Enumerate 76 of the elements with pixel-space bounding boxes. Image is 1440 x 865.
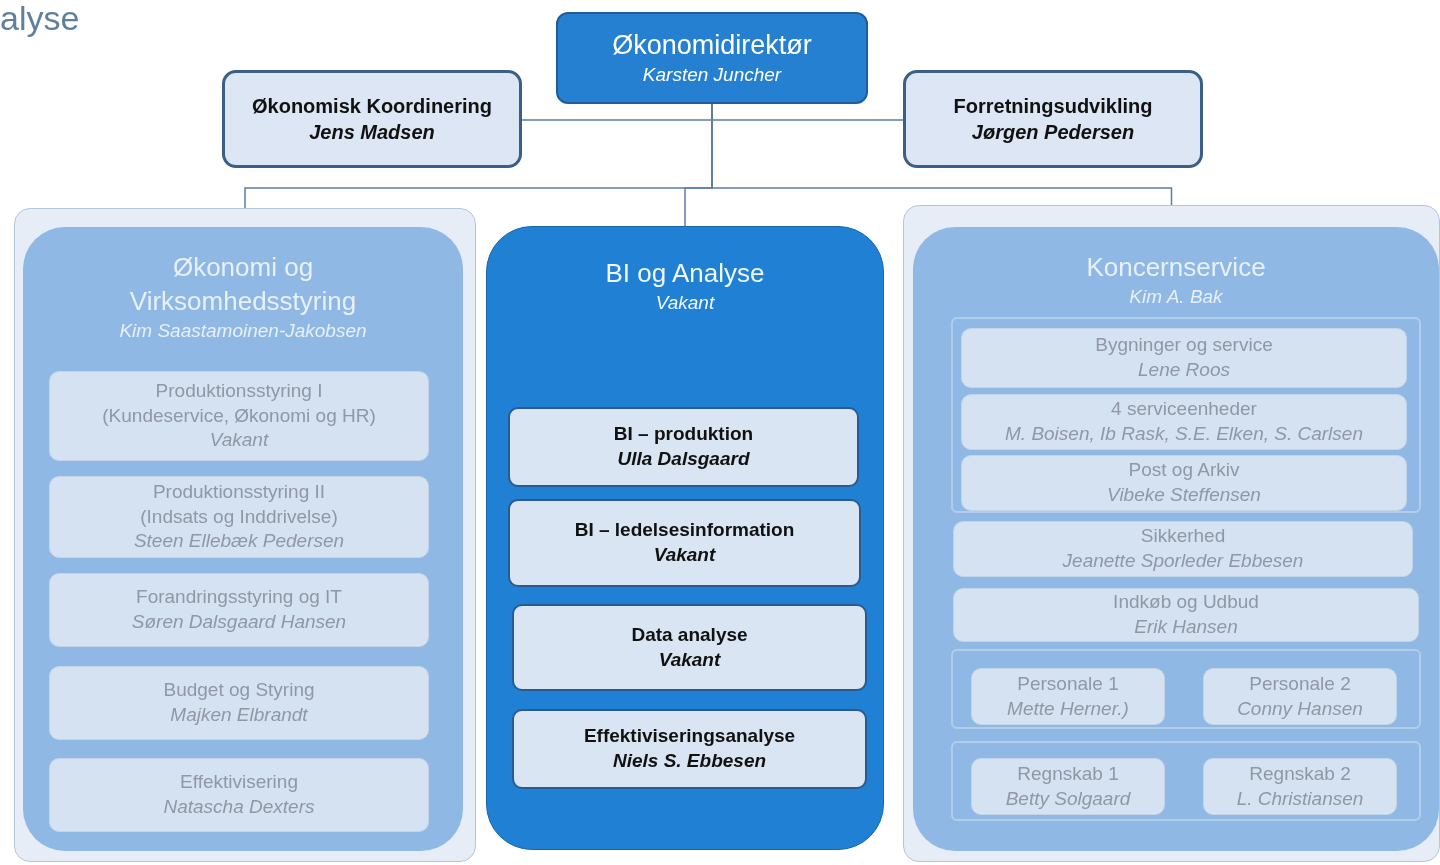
- unit-title: Produktionsstyring II: [152, 479, 326, 504]
- person-name: Karsten Juncher: [642, 63, 782, 88]
- unit-box: [49, 758, 429, 832]
- person-name: Vibeke Steffensen: [1107, 483, 1261, 507]
- unit-title: Økonomi og Virksomhedsstyring: [128, 251, 358, 318]
- unit-title: BI – ledelsesinformation: [574, 518, 795, 543]
- person-name: Majken Elbrandt: [170, 703, 308, 727]
- unit-title: BI – produktion: [613, 422, 754, 447]
- group-frame: [951, 317, 1421, 513]
- unit-title: Økonomisk Koordinering: [252, 94, 492, 119]
- page-title: alyse: [0, 0, 80, 38]
- person-name: L. Christiansen: [1236, 786, 1364, 811]
- unit-box: [953, 521, 1413, 577]
- unit-title: Personale 1: [1017, 671, 1119, 696]
- person-name: Lene Roos: [1138, 358, 1230, 382]
- unit-title: (Kundeservice, Økonomi og HR): [102, 403, 376, 428]
- person-name: Conny Hansen: [1237, 696, 1363, 721]
- unit-title: 4 serviceenheder: [1111, 397, 1257, 422]
- person-name: Erik Hansen: [1134, 615, 1238, 639]
- person-name: Natascha Dexters: [163, 795, 315, 819]
- person-name: Kim A. Bak: [1129, 284, 1223, 309]
- group-frame: [951, 741, 1421, 821]
- unit-box: [971, 668, 1165, 725]
- position-box: [556, 12, 868, 104]
- unit-title: Indkøb og Udbud: [1113, 590, 1259, 615]
- unit-title: Økonomidirektør: [612, 29, 812, 63]
- unit-title: Bygninger og service: [1095, 333, 1273, 358]
- unit-box: [508, 407, 859, 487]
- person-name: Ulla Dalsgaard: [617, 447, 750, 471]
- unit-title: Produktionsstyring I: [155, 378, 323, 403]
- unit-title: Koncernservice: [1086, 251, 1266, 284]
- person-name: Jeanette Sporleder Ebbesen: [1062, 549, 1304, 573]
- unit-title: BI og Analyse: [605, 257, 765, 290]
- person-name: Jørgen Pedersen: [971, 120, 1135, 145]
- person-name: Mette Herner.): [1007, 696, 1129, 721]
- person-name: M. Boisen, Ib Rask, S.E. Elken, S. Carlsen: [1005, 422, 1363, 446]
- unit-title: Effektivisering: [180, 770, 298, 795]
- unit-box: [512, 709, 867, 789]
- unit-box: [508, 499, 861, 587]
- person-name: Vakant: [209, 428, 269, 453]
- unit-box: [961, 455, 1407, 511]
- unit-title: Sikkerhed: [1140, 524, 1226, 549]
- person-name: Niels S. Ebbesen: [612, 749, 767, 773]
- unit-title: Effektiviseringsanalyse: [583, 724, 796, 749]
- unit-box: [1203, 758, 1397, 815]
- unit-title: Forandringsstyring og IT: [136, 585, 342, 610]
- person-name: Vakant: [655, 290, 715, 315]
- unit-box: [49, 573, 429, 647]
- unit-title: Budget og Styring: [163, 678, 315, 703]
- unit-title: Personale 2: [1249, 671, 1351, 696]
- person-name: Steen Ellebæk Pedersen: [133, 529, 345, 554]
- unit-title: Post og Arkiv: [1128, 458, 1240, 483]
- person-name: Søren Dalsgaard Hansen: [131, 610, 347, 634]
- person-name: Kim Saastamoinen-Jakobsen: [119, 318, 367, 343]
- person-name: Vakant: [653, 543, 716, 567]
- unit-title: (Indsats og Inddrivelse): [140, 504, 338, 529]
- unit-box: [971, 758, 1165, 815]
- unit-box: [953, 588, 1419, 642]
- unit-box: [49, 476, 429, 558]
- unit-box: [512, 604, 867, 691]
- unit-box: [961, 394, 1407, 450]
- position-box: [222, 70, 522, 168]
- unit-title: Data analyse: [631, 622, 748, 647]
- group-frame: [951, 649, 1421, 729]
- unit-box: [49, 371, 429, 461]
- unit-title: Regnskab 2: [1249, 761, 1351, 786]
- position-box: [903, 70, 1203, 168]
- unit-box: [1203, 668, 1397, 725]
- unit-title: Regnskab 1: [1017, 761, 1119, 786]
- unit-title: Forretningsudvikling: [953, 94, 1153, 119]
- person-name: Jens Madsen: [309, 120, 435, 145]
- person-name: Vakant: [658, 647, 721, 672]
- person-name: Betty Solgaard: [1005, 786, 1131, 811]
- unit-box: [49, 666, 429, 740]
- department-panel: [486, 226, 884, 850]
- unit-box: [961, 328, 1407, 388]
